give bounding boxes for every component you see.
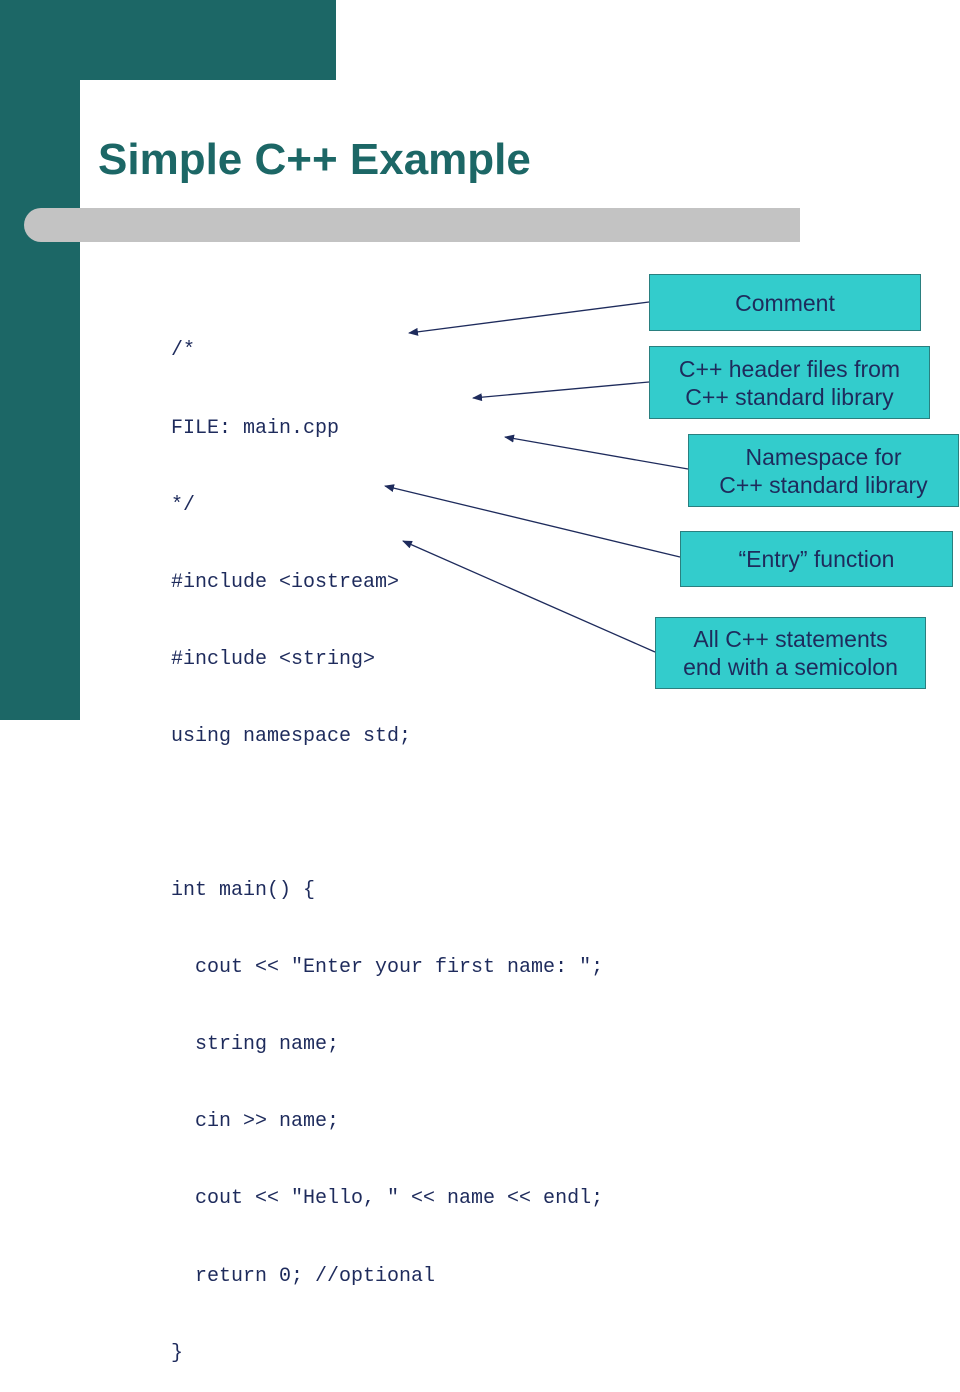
top-accent-block bbox=[80, 0, 336, 80]
code-line: cout << "Hello, " << name << endl; bbox=[171, 1187, 604, 1211]
code-line: cin >> name; bbox=[171, 1110, 340, 1134]
code-line: string name; bbox=[171, 1033, 340, 1057]
callout-line: C++ standard library bbox=[685, 383, 894, 410]
code-block: /* FILE: main.cpp */ #include <iostream>… bbox=[171, 287, 603, 1392]
title-divider-bar bbox=[24, 208, 800, 242]
namespace-callout: Namespace for C++ standard library bbox=[688, 434, 959, 507]
code-line: */ bbox=[171, 493, 196, 517]
entry-function-callout: “Entry” function bbox=[680, 531, 953, 587]
callout-line: Namespace for bbox=[745, 443, 902, 470]
code-line bbox=[171, 801, 603, 827]
code-line: #include <iostream> bbox=[171, 570, 400, 594]
left-accent-bar bbox=[0, 0, 80, 720]
callout-line: “Entry” function bbox=[738, 546, 895, 572]
callout-line: Comment bbox=[735, 289, 835, 316]
comment-callout: Comment bbox=[649, 274, 921, 331]
callout-line: end with a semicolon bbox=[683, 654, 898, 680]
code-line: } bbox=[171, 1341, 184, 1365]
header-files-callout: C++ header files from C++ standard libra… bbox=[649, 346, 930, 419]
code-line: using namespace std; bbox=[171, 724, 412, 748]
callout-line: C++ header files from bbox=[678, 355, 901, 382]
slide-title: Simple C++ Example bbox=[98, 135, 531, 184]
semicolon-callout: All C++ statements end with a semicolon bbox=[655, 617, 926, 689]
code-line: int main() { bbox=[171, 879, 316, 903]
code-line: FILE: main.cpp bbox=[171, 416, 340, 440]
callout-line: C++ standard library bbox=[719, 471, 928, 498]
code-line: cout << "Enter your first name: "; bbox=[171, 956, 604, 980]
code-line: return 0; //optional bbox=[171, 1264, 436, 1288]
code-line: /* bbox=[171, 339, 196, 363]
code-line: #include <string> bbox=[171, 647, 376, 671]
callout-line: All C++ statements bbox=[693, 626, 888, 652]
